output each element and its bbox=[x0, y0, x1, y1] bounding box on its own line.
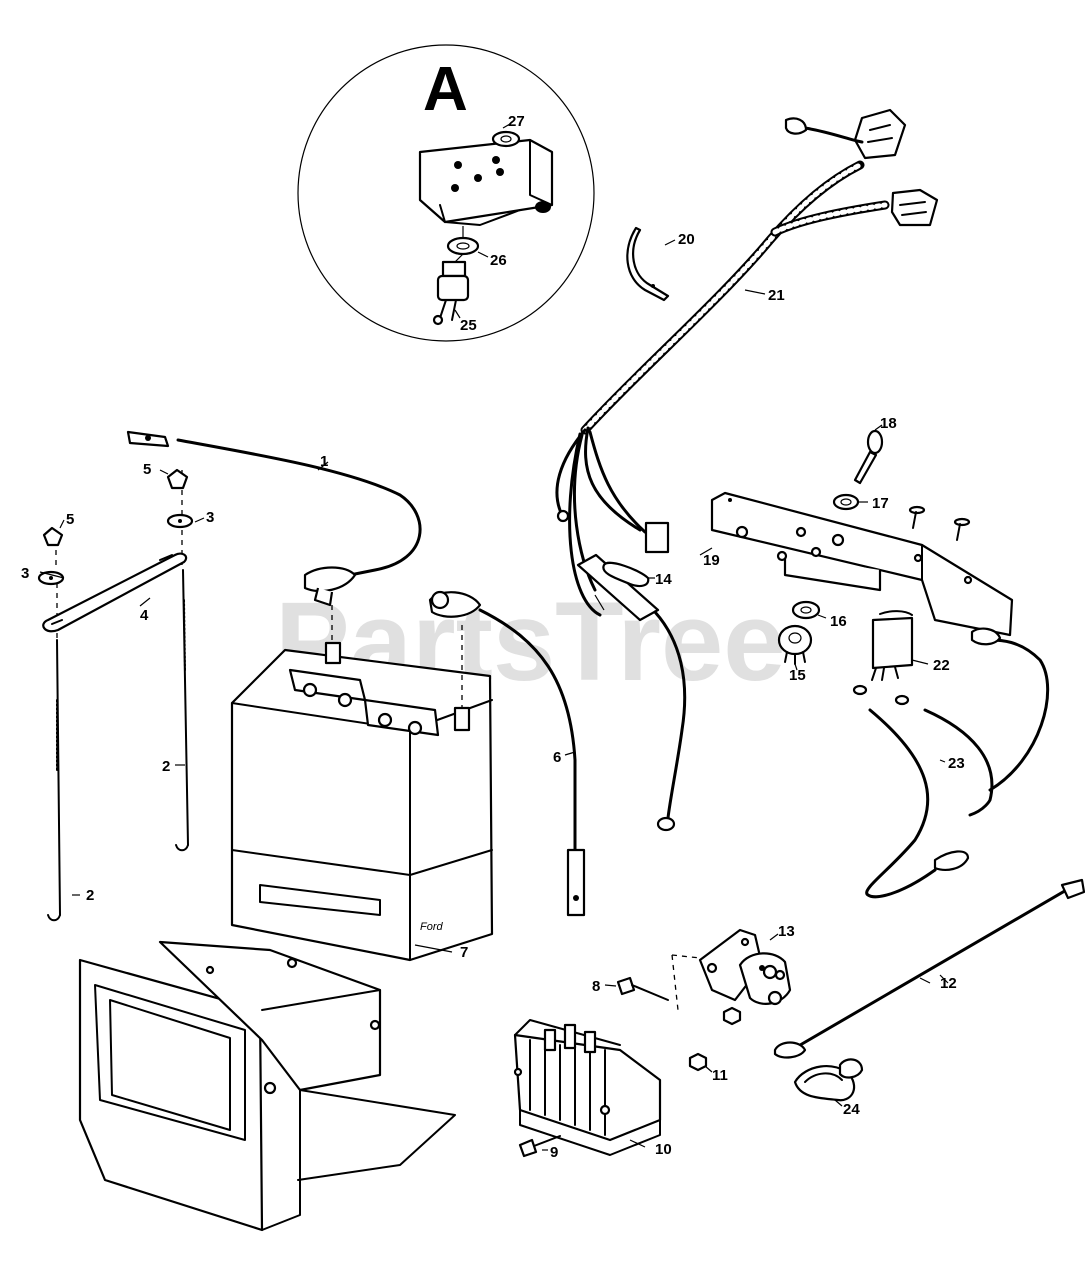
nut-11 bbox=[688, 1006, 742, 1072]
wiring-harness-21 bbox=[555, 108, 939, 832]
wire-23 bbox=[865, 627, 1050, 899]
battery-cable-1 bbox=[126, 430, 422, 607]
callout-21: 21 bbox=[768, 287, 785, 304]
boot-24 bbox=[793, 1058, 864, 1102]
callout-3-right: 3 bbox=[206, 509, 214, 526]
bolt-8 bbox=[616, 976, 669, 1001]
callout-7: 7 bbox=[460, 944, 468, 961]
capacitor-22 bbox=[871, 610, 914, 681]
callout-5-right: 5 bbox=[143, 461, 151, 478]
hold-down-rod-right bbox=[175, 569, 189, 852]
nut-27 bbox=[491, 130, 521, 148]
bolt-9 bbox=[518, 1135, 561, 1158]
nut-17 bbox=[832, 493, 860, 511]
battery-tray bbox=[78, 940, 456, 1232]
callout-9: 9 bbox=[550, 1144, 558, 1161]
cable-12 bbox=[773, 878, 1085, 1059]
hold-down-bar-4 bbox=[42, 552, 188, 633]
inset-label: A bbox=[423, 55, 468, 124]
callout-25: 25 bbox=[460, 317, 477, 334]
small-nut bbox=[852, 684, 868, 696]
wing-nut-5-right bbox=[166, 468, 189, 490]
fuse-14 bbox=[602, 561, 650, 588]
callout-8: 8 bbox=[592, 978, 600, 995]
wing-nut-5-left bbox=[42, 526, 64, 547]
hold-down-rod-left bbox=[47, 639, 61, 922]
key-18 bbox=[853, 429, 884, 485]
callout-11: 11 bbox=[712, 1067, 728, 1084]
leader-lines bbox=[39, 239, 946, 1151]
rectifier-10 bbox=[513, 1019, 662, 1156]
battery-7: Ford bbox=[230, 641, 494, 962]
switch-25 bbox=[432, 260, 470, 326]
callout-5-left: 5 bbox=[66, 511, 74, 528]
callout-4: 4 bbox=[140, 607, 149, 624]
callout-22: 22 bbox=[933, 657, 950, 674]
washer-16 bbox=[791, 600, 821, 620]
callout-19: 19 bbox=[703, 552, 720, 569]
callout-16: 16 bbox=[830, 613, 847, 630]
callout-23: 23 bbox=[948, 755, 965, 772]
callout-20: 20 bbox=[678, 231, 695, 248]
solenoid-13 bbox=[698, 928, 792, 1006]
washer-26 bbox=[446, 236, 480, 256]
inset-bracket bbox=[418, 138, 554, 226]
inset-a: A bbox=[297, 44, 595, 342]
callout-10: 10 bbox=[655, 1141, 672, 1158]
callout-24: 24 bbox=[843, 1101, 860, 1118]
panel-screws bbox=[908, 505, 971, 541]
callout-18: 18 bbox=[880, 415, 897, 432]
callout-2-lower: 2 bbox=[86, 887, 94, 904]
callout-15: 15 bbox=[789, 667, 806, 684]
panel-19 bbox=[710, 491, 1014, 637]
callout-17: 17 bbox=[872, 495, 889, 512]
callout-3-left: 3 bbox=[21, 565, 29, 582]
callout-2-upper: 2 bbox=[162, 758, 170, 775]
callout-6: 6 bbox=[553, 749, 561, 766]
washer-3-left bbox=[37, 570, 65, 586]
callout-labels: 1 2 2 3 3 4 5 5 6 7 8 9 10 11 12 13 14 1… bbox=[21, 113, 965, 1161]
battery-cable-6 bbox=[428, 590, 586, 917]
ignition-switch-15 bbox=[777, 624, 813, 665]
small-nut bbox=[894, 694, 910, 706]
callout-1: 1 bbox=[320, 453, 328, 470]
clamp-20 bbox=[626, 226, 670, 302]
callout-27: 27 bbox=[508, 113, 525, 130]
callout-26: 26 bbox=[490, 252, 507, 269]
callout-13: 13 bbox=[778, 923, 795, 940]
callout-14: 14 bbox=[655, 571, 672, 588]
callout-12: 12 bbox=[940, 975, 957, 992]
svg-text:Ford: Ford bbox=[420, 921, 444, 933]
washer-3-right bbox=[166, 513, 194, 529]
